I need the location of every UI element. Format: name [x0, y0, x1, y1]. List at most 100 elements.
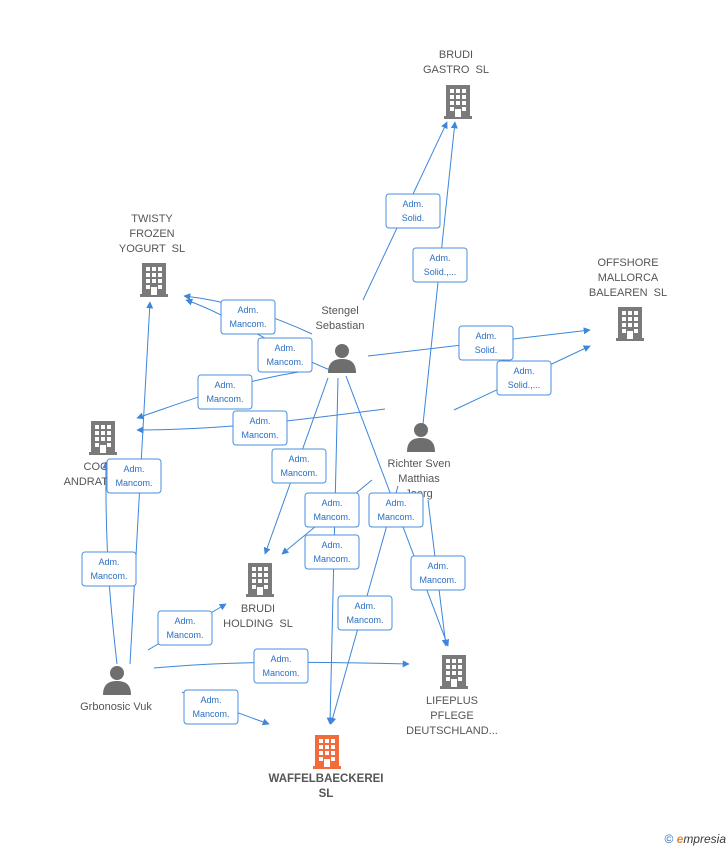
edge-role-text: Adm. [200, 695, 221, 705]
node-coco[interactable]: COC ANDRAT [64, 421, 117, 488]
edge-role-text: Adm. [214, 380, 235, 390]
edge-role-text: Adm. [98, 557, 119, 567]
building-icon [140, 263, 168, 297]
node-label-line: BRUDI [241, 603, 275, 615]
edge-type-text: Mancom. [262, 668, 299, 678]
empresia-watermark: © empresia [664, 832, 726, 846]
edge-label-box [304, 492, 360, 528]
edge-label-box [253, 648, 309, 684]
edge-role-text: Adm. [321, 498, 342, 508]
edge-type-text: Mancom. [241, 430, 278, 440]
edge-label-box [368, 492, 424, 528]
edge-role-text: Adm. [429, 253, 450, 263]
node-label-line: Grbonosic Vuk [80, 701, 152, 713]
node-label-line: Richter Sven [388, 458, 451, 470]
edge-label[interactable]: Adm.Mancom. [183, 689, 239, 725]
node-brudi-holding[interactable]: BRUDI HOLDING SL [223, 563, 293, 630]
edge-type-text: Mancom. [419, 575, 456, 585]
person-icon [407, 423, 435, 452]
node-label-line: HOLDING SL [223, 618, 293, 630]
edge-role-text: Adm. [249, 416, 270, 426]
building-icon [444, 85, 472, 119]
edge-label-box [197, 374, 253, 410]
edge-label[interactable]: Adm. Mancom. [257, 337, 313, 373]
edge-labels-layer: Adm. Solid. Adm. Solid.,... Adm. Mancom. Adm. M… [81, 193, 552, 725]
edge-role-text: Adm. [427, 561, 448, 571]
edge-role-text: Adm. [270, 654, 291, 664]
node-grbonosic[interactable]: Grbonosic Vuk [80, 666, 152, 713]
edge-label[interactable]: Adm.Mancom. [81, 551, 137, 587]
building-icon [89, 421, 117, 455]
node-label-line: BRUDI [439, 49, 473, 61]
edge-label[interactable]: Adm.Mancom. [304, 492, 360, 528]
edge-label[interactable]: Adm. Mancom. [410, 555, 466, 591]
edge-label[interactable]: Adm. Mancom. [197, 374, 253, 410]
edge-role-text: Adm. [123, 464, 144, 474]
edge-label-box [157, 610, 213, 646]
edge-label-box [106, 458, 162, 494]
edge-role-text: Adm. [513, 366, 534, 376]
node-label-line: Sebastian [316, 320, 365, 332]
edge-label-box [220, 299, 276, 335]
edge-label[interactable]: Adm.Solid.,... [496, 360, 552, 396]
edge-type-text: Mancom. [229, 319, 266, 329]
person-icon [328, 344, 356, 373]
edge-label[interactable]: Adm. Solid. [385, 193, 441, 229]
copyright-icon: © [664, 832, 674, 846]
edge-type-text: Mancom. [266, 357, 303, 367]
edge-role-text: Adm. [402, 199, 423, 209]
edge-label-box [410, 555, 466, 591]
edge-label[interactable]: Adm.Mancom. [271, 448, 327, 484]
node-label-line: Stengel [321, 305, 358, 317]
edge-label[interactable]: Adm.Mancom. [304, 534, 360, 570]
edge-role-text: Adm. [174, 616, 195, 626]
edge-role-text: Adm. [274, 343, 295, 353]
edge-label-box [304, 534, 360, 570]
edge-role-text: Adm. [475, 331, 496, 341]
edge-label[interactable]: Adm. Mancom. [368, 492, 424, 528]
node-label-line: FROZEN [129, 228, 174, 240]
node-label-line: PFLEGE [430, 710, 473, 722]
node-lifeplus[interactable]: LIFEPLUSPFLEGEDEUTSCHLAND... [406, 655, 498, 737]
edge-role-text: Adm. [237, 305, 258, 315]
edge-type-text: Mancom. [166, 630, 203, 640]
node-label-line: BALEAREN SL [589, 287, 667, 299]
node-label-line: WAFFELBAECKEREI [269, 773, 384, 785]
edge-label-box [232, 410, 288, 446]
edge-label[interactable]: Adm. Mancom. [232, 410, 288, 446]
brand-initial: e [676, 832, 684, 846]
edge-label[interactable]: Adm.Mancom. [106, 458, 162, 494]
edge-label-box [271, 448, 327, 484]
edge-label[interactable]: Adm. Mancom. [157, 610, 213, 646]
edge-label[interactable]: Adm. Solid.,... [412, 247, 468, 283]
edge-label-box [458, 325, 514, 361]
edge-type-text: Mancom. [377, 512, 414, 522]
edge-label[interactable]: Adm. Mancom. [253, 648, 309, 684]
person-icon [103, 666, 131, 695]
edge-role-text: Adm. [385, 498, 406, 508]
node-label-line: YOGURT SL [119, 243, 185, 255]
edge-label[interactable]: Adm.Solid. [458, 325, 514, 361]
node-label-line: ANDRAT [64, 476, 109, 488]
building-icon [440, 655, 468, 689]
edge-role-text: Adm. [354, 601, 375, 611]
edge-type-text: Mancom. [206, 394, 243, 404]
edge-label[interactable]: Adm. Mancom. [220, 299, 276, 335]
node-label-line: COC [84, 461, 109, 473]
edge-label[interactable]: Adm.Mancom. [337, 595, 393, 631]
brand-name: empresia [677, 832, 726, 846]
edge-type-text: Solid. [402, 213, 425, 223]
building-icon [246, 563, 274, 597]
edge-label-box [337, 595, 393, 631]
building-icon [616, 307, 644, 341]
edge-type-text: Solid.,... [424, 267, 457, 277]
edge-role-text: Adm. [321, 540, 342, 550]
node-richter[interactable]: Richter SvenMatthiasJoerg [388, 423, 451, 500]
